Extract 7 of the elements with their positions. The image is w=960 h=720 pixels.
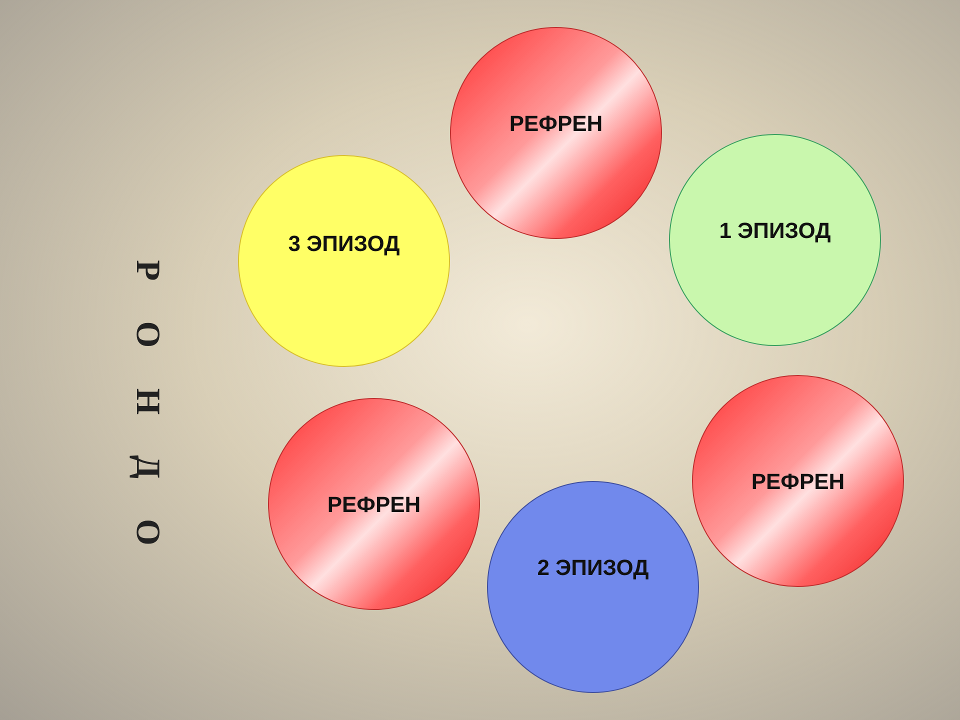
circle-label: РЕФРЕН (750, 469, 846, 495)
title: Р О Н Д О (128, 260, 166, 562)
circle-label: 3 ЭПИЗОД (287, 231, 401, 257)
circle-label: 1 ЭПИЗОД (718, 218, 832, 244)
circle-label: РЕФРЕН (326, 492, 422, 518)
circle-label: РЕФРЕН (508, 111, 604, 137)
circle-label: 2 ЭПИЗОД (536, 555, 650, 581)
